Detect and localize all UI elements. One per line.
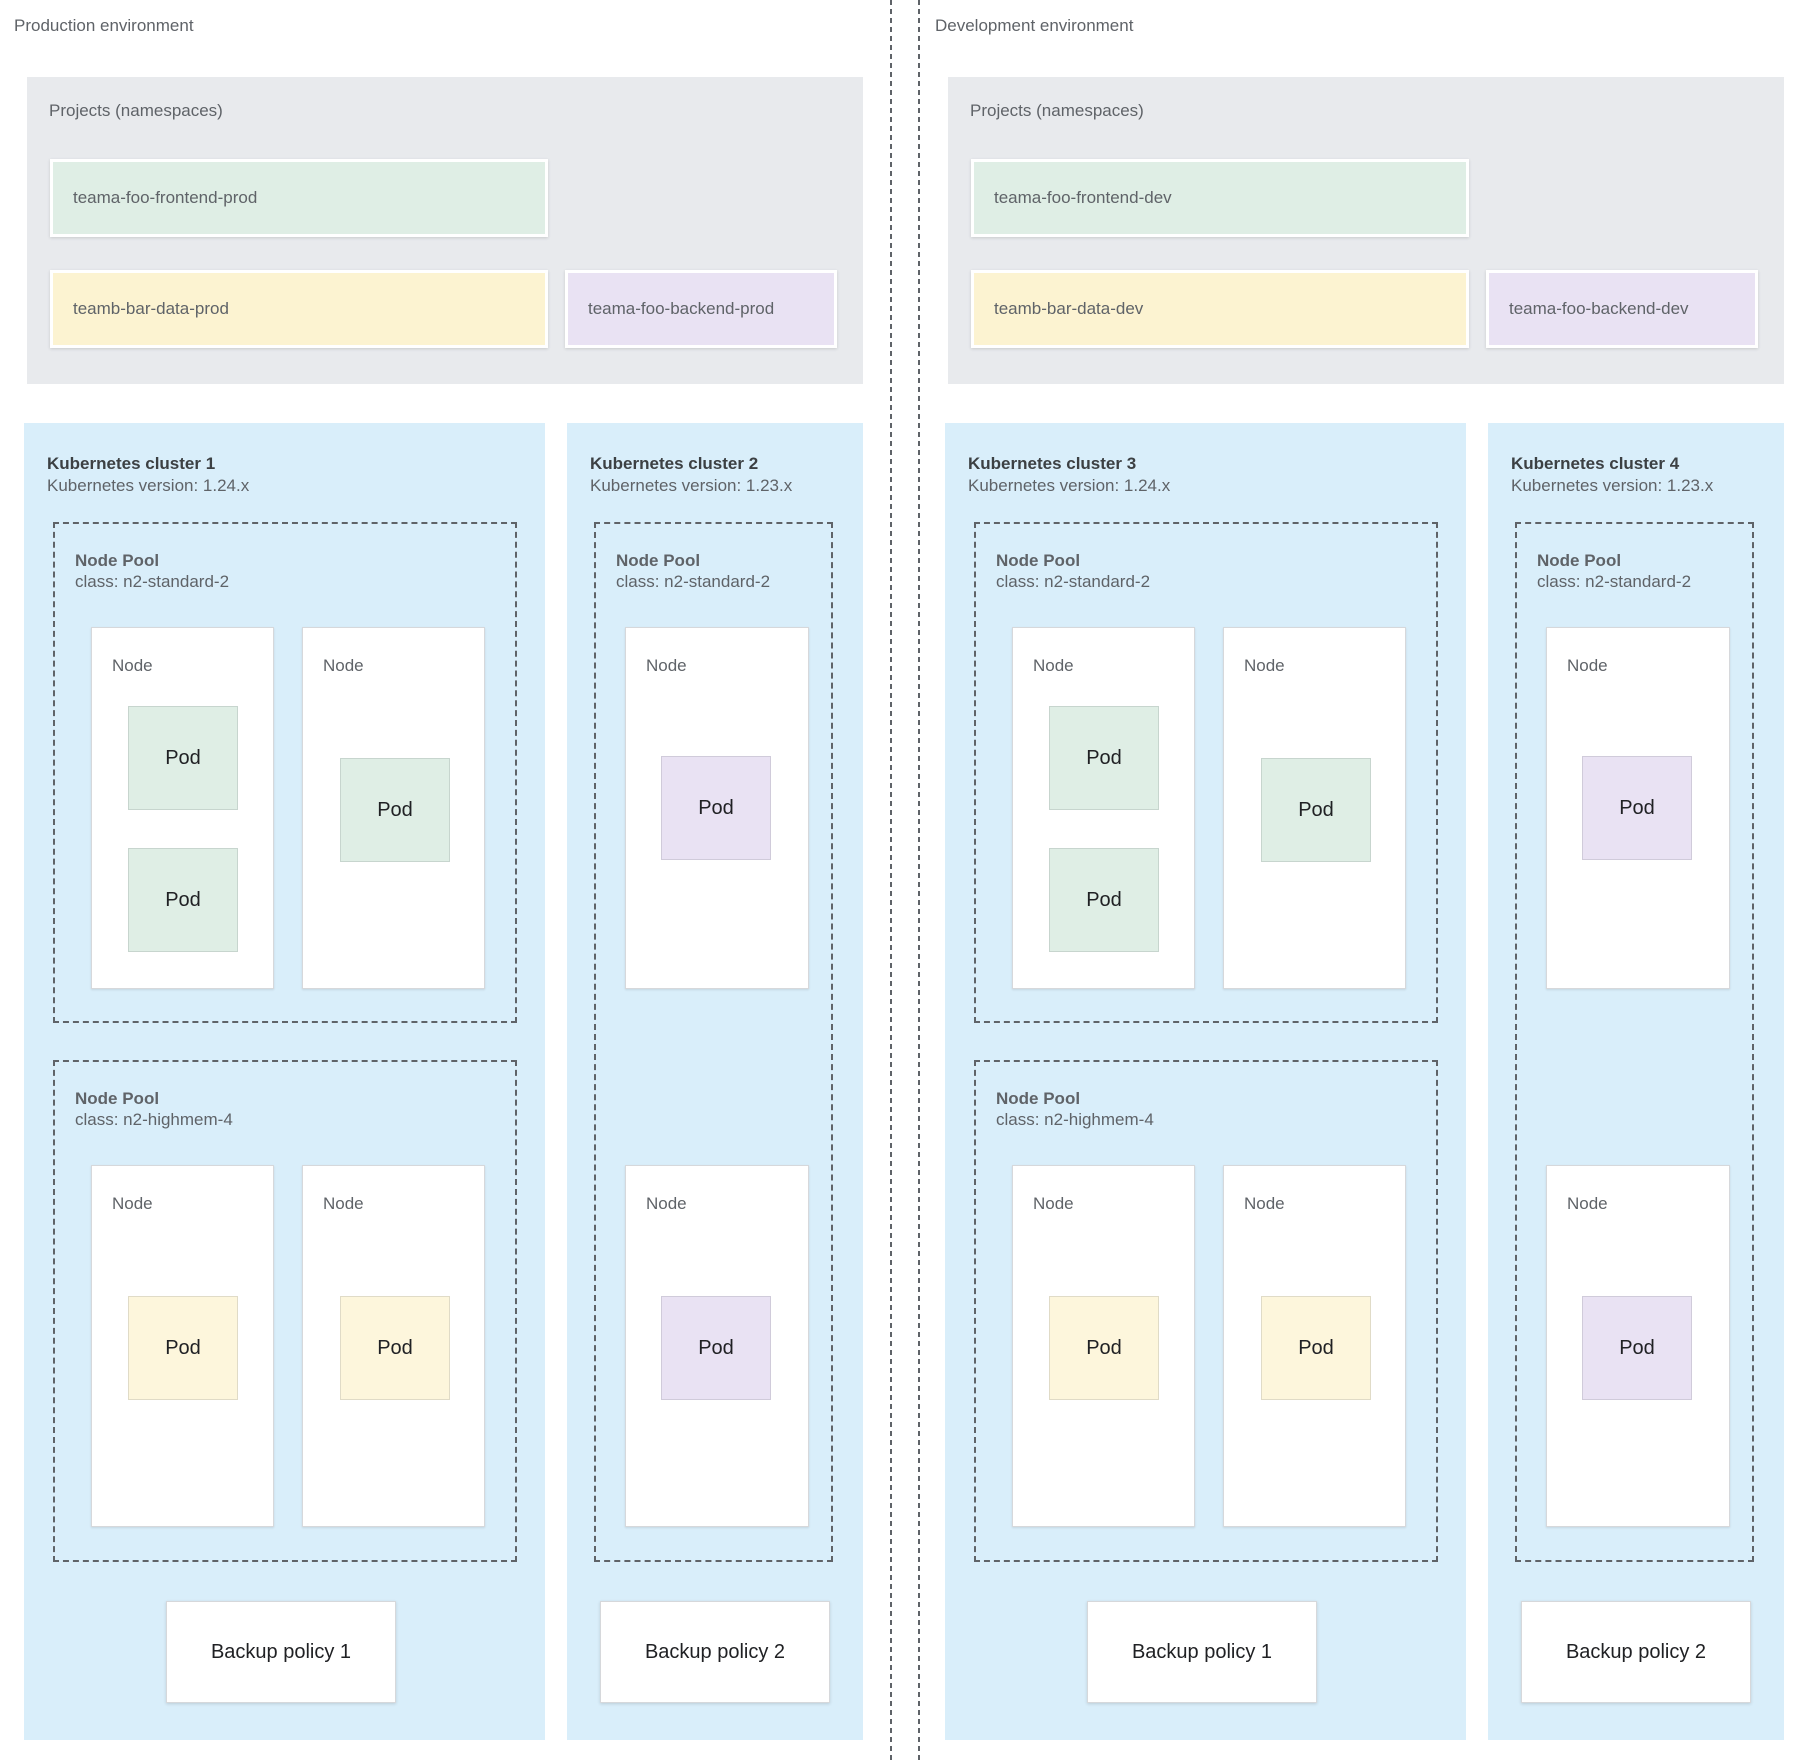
- node-pool-label: Node Pool: [1537, 551, 1622, 570]
- namespace-box-frontend-prod: teama-foo-frontend-prod: [50, 159, 548, 237]
- namespace-box-frontend-dev: teama-foo-frontend-dev: [971, 159, 1469, 237]
- cluster-panel-3: Kubernetes cluster 3 Kubernetes version:…: [945, 423, 1466, 1740]
- node-box: Node Pod: [1546, 1165, 1730, 1527]
- backup-policy-box: Backup policy 2: [600, 1601, 830, 1703]
- node-pool-class: class: n2-standard-2: [1537, 572, 1692, 591]
- node-pool-label-block: Node Pool class: n2-standard-2: [75, 550, 229, 592]
- pod-box: Pod: [1582, 1296, 1692, 1400]
- node-pool: Node Pool class: n2-standard-2 Node Pod …: [974, 522, 1438, 1023]
- node-box: Node Pod: [625, 1165, 809, 1527]
- node-box: Node Pod Pod: [91, 627, 274, 989]
- environment-divider-line: [918, 0, 920, 1760]
- node-box: Node Pod: [302, 1165, 485, 1527]
- node-label: Node: [1244, 1194, 1285, 1213]
- node-label: Node: [1033, 1194, 1074, 1213]
- cluster-title-block: Kubernetes cluster 3 Kubernetes version:…: [968, 453, 1170, 497]
- node-label: Node: [323, 1194, 364, 1213]
- node-label: Node: [323, 656, 364, 675]
- node-pool-label-block: Node Pool class: n2-highmem-4: [75, 1088, 233, 1130]
- environment-title-development: Development environment: [935, 16, 1134, 35]
- cluster-title-block: Kubernetes cluster 1 Kubernetes version:…: [47, 453, 249, 497]
- node-pool: Node Pool class: n2-standard-2 Node Pod …: [53, 522, 517, 1023]
- node-label: Node: [1244, 656, 1285, 675]
- node-label: Node: [1567, 656, 1608, 675]
- node-pool-label: Node Pool: [996, 551, 1081, 570]
- projects-label: Projects (namespaces): [49, 101, 223, 120]
- namespace-box-data-dev: teamb-bar-data-dev: [971, 270, 1469, 348]
- pod-box: Pod: [661, 1296, 771, 1400]
- pod-box: Pod: [128, 848, 238, 952]
- node-pool: Node Pool class: n2-standard-2 Node Pod …: [1515, 522, 1754, 1562]
- cluster-version: Kubernetes version: 1.24.x: [47, 476, 250, 495]
- cluster-title-block: Kubernetes cluster 2 Kubernetes version:…: [590, 453, 792, 497]
- cluster-title: Kubernetes cluster 4: [1511, 454, 1680, 473]
- cluster-panel-1: Kubernetes cluster 1 Kubernetes version:…: [24, 423, 545, 1740]
- namespace-box-backend-prod: teama-foo-backend-prod: [565, 270, 837, 348]
- backup-policy-box: Backup policy 1: [166, 1601, 396, 1703]
- projects-panel-production: Projects (namespaces) teama-foo-frontend…: [27, 77, 863, 384]
- pod-box: Pod: [340, 758, 450, 862]
- cluster-title: Kubernetes cluster 3: [968, 454, 1137, 473]
- pod-box: Pod: [1049, 848, 1159, 952]
- pod-box: Pod: [1261, 1296, 1371, 1400]
- backup-policy-box: Backup policy 2: [1521, 1601, 1751, 1703]
- node-box: Node Pod: [302, 627, 485, 989]
- cluster-panel-4: Kubernetes cluster 4 Kubernetes version:…: [1488, 423, 1784, 1740]
- node-pool-label: Node Pool: [75, 551, 160, 570]
- namespace-box-backend-dev: teama-foo-backend-dev: [1486, 270, 1758, 348]
- node-pool-label-block: Node Pool class: n2-standard-2: [996, 550, 1150, 592]
- cluster-title-block: Kubernetes cluster 4 Kubernetes version:…: [1511, 453, 1713, 497]
- node-box: Node Pod: [1546, 627, 1730, 989]
- node-label: Node: [646, 656, 687, 675]
- node-pool: Node Pool class: n2-highmem-4 Node Pod N…: [974, 1060, 1438, 1562]
- node-pool-class: class: n2-standard-2: [616, 572, 771, 591]
- node-label: Node: [112, 656, 153, 675]
- node-box: Node Pod Pod: [1012, 627, 1195, 989]
- cluster-version: Kubernetes version: 1.24.x: [968, 476, 1171, 495]
- pod-box: Pod: [340, 1296, 450, 1400]
- node-pool-label-block: Node Pool class: n2-highmem-4: [996, 1088, 1154, 1130]
- projects-panel-development: Projects (namespaces) teama-foo-frontend…: [948, 77, 1784, 384]
- pod-box: Pod: [1582, 756, 1692, 860]
- cluster-title: Kubernetes cluster 2: [590, 454, 759, 473]
- environment-divider-line: [890, 0, 892, 1760]
- node-pool-label: Node Pool: [616, 551, 701, 570]
- pod-box: Pod: [1049, 1296, 1159, 1400]
- environment-title-production: Production environment: [14, 16, 194, 35]
- cluster-title: Kubernetes cluster 1: [47, 454, 216, 473]
- node-label: Node: [1567, 1194, 1608, 1213]
- node-box: Node Pod: [91, 1165, 274, 1527]
- node-label: Node: [112, 1194, 153, 1213]
- node-pool-label: Node Pool: [996, 1089, 1081, 1108]
- cluster-version: Kubernetes version: 1.23.x: [590, 476, 793, 495]
- node-box: Node Pod: [1223, 627, 1406, 989]
- pod-box: Pod: [128, 1296, 238, 1400]
- projects-label: Projects (namespaces): [970, 101, 1144, 120]
- node-box: Node Pod: [1223, 1165, 1406, 1527]
- node-pool-class: class: n2-standard-2: [75, 572, 230, 591]
- node-pool-class: class: n2-standard-2: [996, 572, 1151, 591]
- pod-box: Pod: [128, 706, 238, 810]
- node-pool: Node Pool class: n2-standard-2 Node Pod …: [594, 522, 833, 1562]
- pod-box: Pod: [1261, 758, 1371, 862]
- pod-box: Pod: [661, 756, 771, 860]
- node-pool-class: class: n2-highmem-4: [996, 1110, 1154, 1129]
- backup-policy-box: Backup policy 1: [1087, 1601, 1317, 1703]
- pod-box: Pod: [1049, 706, 1159, 810]
- node-pool-label-block: Node Pool class: n2-standard-2: [1537, 550, 1691, 592]
- node-label: Node: [646, 1194, 687, 1213]
- node-pool-label-block: Node Pool class: n2-standard-2: [616, 550, 770, 592]
- node-box: Node Pod: [625, 627, 809, 989]
- cluster-version: Kubernetes version: 1.23.x: [1511, 476, 1714, 495]
- node-pool-class: class: n2-highmem-4: [75, 1110, 233, 1129]
- cluster-panel-2: Kubernetes cluster 2 Kubernetes version:…: [567, 423, 863, 1740]
- node-pool: Node Pool class: n2-highmem-4 Node Pod N…: [53, 1060, 517, 1562]
- node-label: Node: [1033, 656, 1074, 675]
- node-box: Node Pod: [1012, 1165, 1195, 1527]
- node-pool-label: Node Pool: [75, 1089, 160, 1108]
- namespace-box-data-prod: teamb-bar-data-prod: [50, 270, 548, 348]
